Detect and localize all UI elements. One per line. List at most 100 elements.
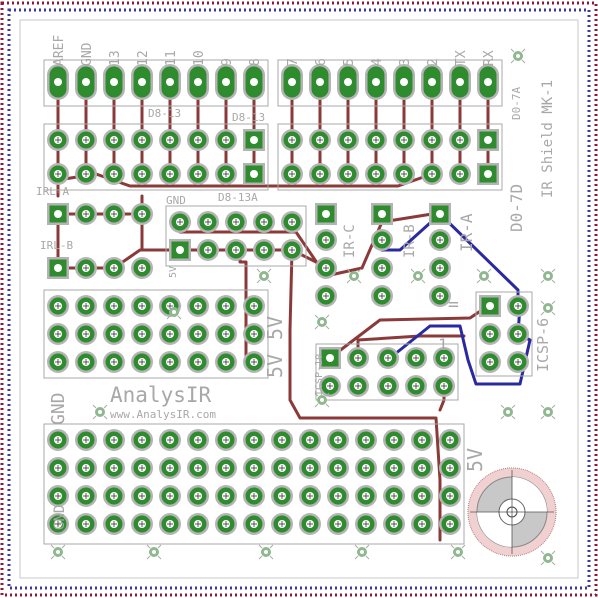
pad xyxy=(187,351,209,373)
pad xyxy=(299,429,321,451)
pad xyxy=(75,485,97,507)
pad xyxy=(103,295,125,317)
pad xyxy=(243,323,265,345)
pad xyxy=(159,513,181,535)
pad xyxy=(103,513,125,535)
pad xyxy=(315,285,337,307)
pad xyxy=(215,129,237,151)
header-pin-label: 6 xyxy=(314,58,329,66)
pad xyxy=(225,239,247,261)
pad xyxy=(355,457,377,479)
pad xyxy=(243,295,265,317)
pad xyxy=(159,485,181,507)
label-ir-c: IR-C xyxy=(342,224,358,258)
pad xyxy=(243,513,265,535)
square-pad xyxy=(319,347,341,369)
square-pad xyxy=(479,295,501,317)
via xyxy=(510,48,526,64)
label-irl-b: IRL-B xyxy=(40,239,73,252)
pad xyxy=(75,513,97,535)
pad xyxy=(347,347,369,369)
label-ir-b: IR-B xyxy=(402,224,418,258)
pad xyxy=(47,485,69,507)
pad xyxy=(411,485,433,507)
square-pad xyxy=(169,239,191,261)
pad xyxy=(439,457,461,479)
label-gnd-top: GND xyxy=(166,194,186,207)
pad xyxy=(187,295,209,317)
pad xyxy=(299,513,321,535)
pad xyxy=(405,375,427,397)
square-pad xyxy=(315,203,337,225)
square-pad xyxy=(243,129,265,151)
pad xyxy=(507,351,529,373)
header-pin-13 xyxy=(421,64,443,100)
header-pin-label: GND xyxy=(80,42,95,66)
via xyxy=(540,404,556,420)
pad xyxy=(315,257,337,279)
pad xyxy=(411,513,433,535)
pad xyxy=(299,485,321,507)
pad xyxy=(47,429,69,451)
trace xyxy=(388,324,532,386)
pad xyxy=(411,457,433,479)
pad xyxy=(75,163,97,185)
pad xyxy=(243,429,265,451)
pad xyxy=(75,457,97,479)
pad xyxy=(131,457,153,479)
pad xyxy=(131,295,153,317)
pad xyxy=(337,163,359,185)
pad xyxy=(215,163,237,185)
via xyxy=(146,544,162,560)
pad xyxy=(281,129,303,151)
pad xyxy=(479,351,501,373)
pad xyxy=(215,457,237,479)
pad xyxy=(103,485,125,507)
pad xyxy=(327,457,349,479)
pad xyxy=(75,323,97,345)
pad xyxy=(383,429,405,451)
pad xyxy=(215,513,237,535)
board-title: IR Shield MK-1 xyxy=(540,80,556,198)
header-pin-1 xyxy=(75,64,97,100)
pad xyxy=(131,163,153,185)
label-5v-block-1: 5V xyxy=(263,316,287,340)
via xyxy=(540,268,556,284)
header-pin-12 xyxy=(393,64,415,100)
pad xyxy=(377,375,399,397)
pad xyxy=(103,351,125,373)
header-pin-label: RX xyxy=(482,50,497,66)
label-d0-7d: D0-7D xyxy=(507,184,526,232)
via xyxy=(450,544,466,560)
pad xyxy=(507,323,529,345)
pad xyxy=(131,129,153,151)
via xyxy=(166,304,182,320)
pad xyxy=(433,347,455,369)
via xyxy=(314,314,330,330)
pad xyxy=(131,429,153,451)
pad xyxy=(159,163,181,185)
pad xyxy=(75,351,97,373)
square-pad xyxy=(477,129,499,151)
pad xyxy=(371,257,393,279)
pad xyxy=(75,129,97,151)
pad xyxy=(159,457,181,479)
pad xyxy=(429,229,451,251)
pad xyxy=(225,211,247,233)
label-5v-bottom: 5V xyxy=(463,448,487,472)
pad xyxy=(383,485,405,507)
pad xyxy=(429,285,451,307)
header-pin-label: AREF xyxy=(52,35,67,66)
via xyxy=(540,300,556,316)
pad xyxy=(47,457,69,479)
pad xyxy=(103,129,125,151)
header-pin-6 xyxy=(215,64,237,100)
pad xyxy=(479,323,501,345)
pad xyxy=(215,429,237,451)
pad xyxy=(103,203,125,225)
pad xyxy=(315,229,337,251)
header-pin-10 xyxy=(337,64,359,100)
pad xyxy=(187,163,209,185)
pad xyxy=(75,295,97,317)
